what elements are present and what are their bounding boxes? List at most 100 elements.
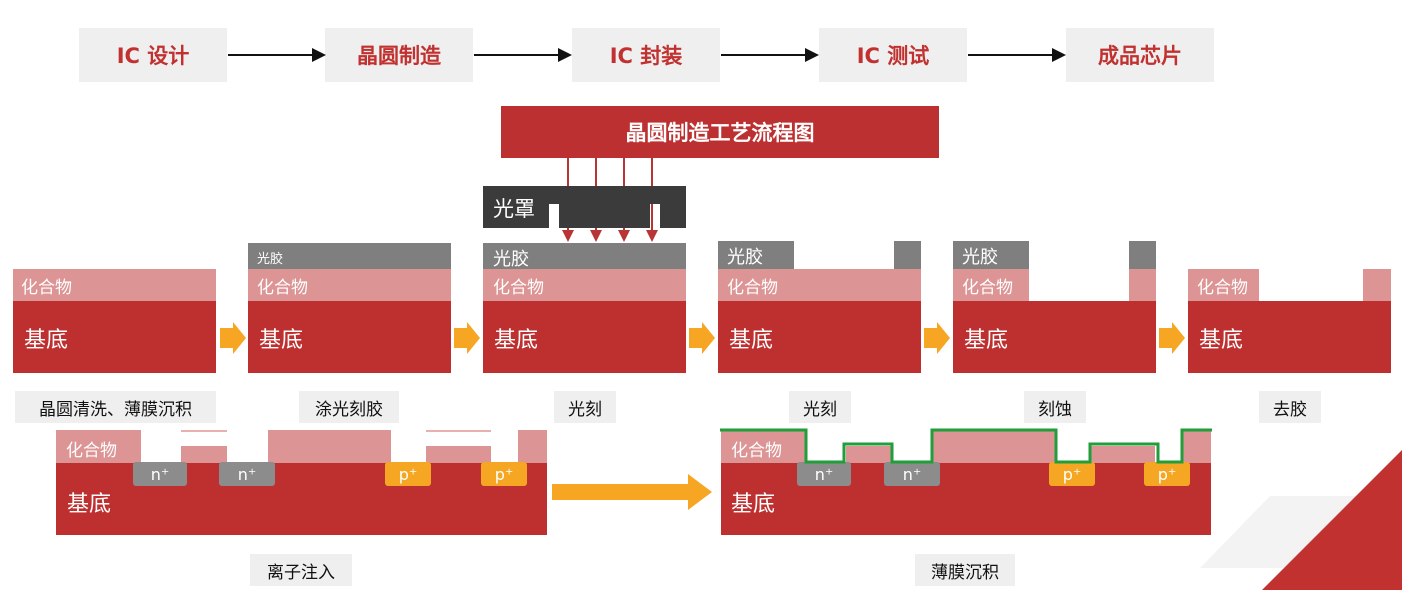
compound-block: [953, 269, 1029, 301]
n-plus-region: n⁺: [797, 462, 851, 486]
caption-thin-film: 薄膜沉积: [915, 554, 1015, 586]
flow-arrow-head: [1052, 48, 1066, 62]
photoresist-label: 光胶: [727, 247, 763, 268]
photoresist-block: [718, 241, 794, 269]
flow-step-ic-design: IC 设计: [79, 28, 227, 82]
flow-arrow-line: [228, 54, 314, 56]
caption-lithography: 光刻: [789, 391, 851, 423]
compound-block: [268, 430, 391, 463]
substrate: [1188, 301, 1391, 373]
step-arrow: [454, 328, 469, 348]
implant-trace: [426, 430, 491, 432]
compound-layer: [248, 269, 451, 301]
step-arrow-head: [1172, 322, 1185, 354]
flow-step-finished-chip: 成品芯片: [1066, 28, 1214, 82]
compound-block-thin: [846, 446, 892, 463]
photoresist-layer: [483, 243, 686, 269]
substrate: [718, 301, 921, 373]
flow-arrow-head: [558, 48, 572, 62]
step-arrow: [689, 328, 704, 348]
caption-etching: 刻蚀: [1024, 391, 1086, 423]
compound-label: 化合物: [66, 441, 117, 461]
compound-label: 化合物: [727, 278, 778, 298]
compound-block-thin: [426, 446, 491, 463]
compound-block-thin: [181, 446, 227, 463]
substrate-label: 基底: [24, 328, 69, 353]
flow-step-label: IC 设计: [116, 44, 190, 68]
substrate: [248, 301, 451, 373]
photomask-label: 光罩: [493, 197, 535, 221]
caption-lithography: 光刻: [554, 391, 616, 423]
substrate: [56, 463, 547, 535]
substrate-label: 基底: [67, 492, 112, 517]
caption-strip-resist: 去胶: [1259, 391, 1321, 423]
compound-layer: [13, 269, 216, 301]
substrate: [721, 463, 1211, 535]
compound-label: 化合物: [493, 278, 544, 298]
step-arrow-head: [702, 322, 715, 354]
p-plus-region: p⁺: [385, 462, 431, 486]
caption-coat-resist: 涂光刻胶: [299, 391, 399, 423]
banner-title: 晶圆制造工艺流程图: [625, 121, 815, 145]
compound-block: [1188, 269, 1259, 301]
flow-arrow-line: [474, 54, 560, 56]
photoresist-label: 光胶: [493, 249, 529, 270]
compound-block: [56, 430, 141, 463]
step-arrow: [924, 328, 939, 348]
p-plus-region: p⁺: [1144, 462, 1190, 486]
flow-arrow-head: [312, 48, 326, 62]
substrate-label: 基底: [494, 328, 539, 353]
implant-trace: [181, 430, 227, 432]
n-plus-region: n⁺: [133, 462, 187, 486]
substrate-label: 基底: [964, 328, 1009, 353]
photoresist-block: [894, 241, 921, 269]
photoresist-label: 光胶: [257, 252, 284, 267]
flow-arrow-line: [968, 54, 1054, 56]
flow-step-wafer-fab: 晶圆制造: [325, 28, 473, 82]
compound-block: [518, 430, 547, 463]
compound-label: 化合物: [21, 278, 72, 298]
n-plus-region: n⁺: [219, 462, 275, 486]
compound-block: [932, 430, 1055, 463]
substrate-label: 基底: [729, 328, 774, 353]
compound-layer: [483, 269, 686, 301]
flow-step-label: IC 测试: [856, 44, 930, 68]
flow-step-ic-test: IC 测试: [819, 28, 967, 82]
step-arrow-head: [467, 322, 480, 354]
substrate: [483, 301, 686, 373]
flow-arrow-line: [721, 54, 807, 56]
caption-ion-implant: 离子注入: [250, 554, 352, 586]
substrate: [13, 301, 216, 373]
compound-label: 化合物: [257, 278, 308, 298]
process-flow-banner: 晶圆制造工艺流程图: [501, 106, 939, 158]
substrate-label: 基底: [259, 328, 304, 353]
step-arrow-head: [937, 322, 950, 354]
flow-step-label: 晶圆制造: [357, 44, 441, 68]
step-arrow: [220, 328, 235, 348]
p-plus-region: p⁺: [481, 462, 527, 486]
photoresist-block: [953, 241, 1029, 269]
p-plus-region: p⁺: [1049, 462, 1095, 486]
flow-step-ic-package: IC 封装: [572, 28, 720, 82]
n-plus-region: n⁺: [884, 462, 940, 486]
compound-block: [1129, 269, 1156, 301]
compound-label: 化合物: [962, 278, 1013, 298]
substrate: [953, 301, 1156, 373]
photoresist-layer: [248, 243, 451, 269]
substrate-label: 基底: [1199, 328, 1244, 353]
flow-step-label: 成品芯片: [1098, 44, 1182, 68]
caption-clean-deposit: 晶圆清洗、薄膜沉积: [15, 391, 216, 423]
flow-arrow-head: [805, 48, 819, 62]
photoresist-block: [1129, 241, 1156, 269]
compound-block-thin: [1090, 446, 1155, 463]
step-arrow-head: [233, 322, 246, 354]
compound-label: 化合物: [1197, 278, 1248, 298]
compound-layer: [718, 269, 921, 301]
substrate-label: 基底: [731, 492, 776, 517]
compound-label: 化合物: [731, 441, 782, 461]
compound-block: [1363, 269, 1391, 301]
photoresist-label: 光胶: [962, 247, 998, 268]
flow-step-label: IC 封装: [609, 44, 683, 68]
compound-block: [721, 430, 806, 463]
compound-block: [1182, 430, 1211, 463]
